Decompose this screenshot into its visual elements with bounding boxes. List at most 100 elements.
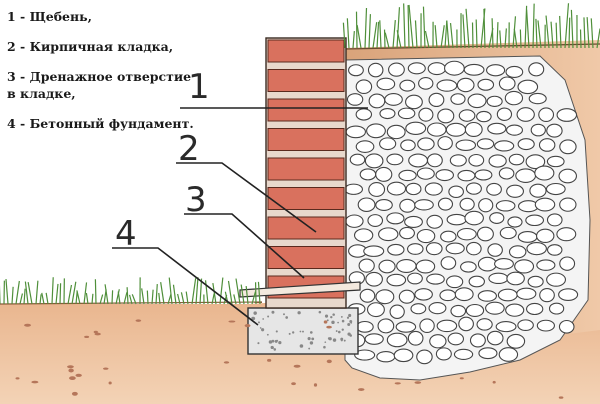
grass-blade [491, 18, 494, 49]
gravel-stone [395, 321, 417, 333]
gravel-stone [517, 138, 535, 151]
soil-pebble [228, 320, 236, 323]
gravel-stone [358, 258, 375, 273]
concrete-speck [347, 323, 351, 327]
legend-item-2: 2 - Кирпичная кладка, [7, 39, 174, 54]
gravel-stone [377, 318, 395, 334]
grass-blade [235, 278, 241, 305]
gravel-stone [477, 290, 497, 302]
concrete-speck [262, 318, 265, 320]
gravel-stone [467, 93, 487, 109]
gravel-stone [349, 153, 366, 166]
gravel-stone [444, 60, 465, 76]
concrete-speck [275, 330, 278, 333]
concrete-speck [274, 339, 278, 343]
concrete-speck [288, 332, 291, 335]
grass-blade [55, 283, 59, 305]
concrete-speck [349, 334, 353, 337]
gravel-stone [359, 288, 376, 303]
gravel-stone [424, 182, 443, 196]
grass-blade [475, 19, 478, 49]
grass-blade [352, 31, 355, 49]
soil-pebble [94, 332, 101, 336]
concrete-speck [257, 342, 260, 345]
gravel-stone [478, 347, 498, 360]
gravel-stone [398, 169, 417, 182]
concrete-speck [332, 338, 337, 342]
gravel-stone [465, 303, 485, 318]
gravel-stone [397, 107, 416, 120]
gravel-stone [546, 155, 565, 168]
gravel-stone [416, 228, 436, 244]
brick [267, 39, 345, 63]
soil-pebble [459, 377, 464, 380]
gravel-stone [376, 77, 396, 91]
grass-blade [446, 20, 450, 49]
gravel-stone [458, 316, 474, 332]
gravel-stone [478, 198, 494, 213]
concrete-texture [251, 310, 353, 351]
concrete-speck [337, 321, 339, 324]
gravel-stone [486, 182, 502, 196]
gravel-stone [504, 90, 524, 106]
grass-blade [550, 21, 554, 49]
gravel-stone [495, 200, 516, 212]
gravel-stone [405, 182, 422, 196]
gravel-stone [463, 63, 485, 76]
gravel-stone [346, 93, 364, 106]
gravel-stone [368, 93, 386, 109]
gravel-stone [376, 351, 396, 363]
grass-blade [422, 6, 426, 49]
gravel-stone [465, 182, 482, 195]
gravel-stone [450, 304, 467, 318]
concrete-speck [308, 347, 311, 350]
gravel-stone [425, 242, 443, 256]
grass-blade [126, 287, 129, 305]
brick-masonry [265, 37, 347, 309]
gravel-stone [486, 95, 503, 107]
gravel-stone [445, 122, 467, 137]
gravel-stone [388, 62, 405, 77]
grass-blade [211, 293, 215, 305]
gravel-stone [446, 213, 467, 226]
grass-blade [586, 17, 590, 49]
gravel-stone [505, 65, 524, 78]
grass-blade [384, 32, 390, 49]
gravel-stone [488, 154, 507, 168]
soil-pebble [31, 380, 39, 384]
gravel-stone [357, 197, 376, 213]
gravel-stone [558, 168, 578, 184]
gravel-stone [426, 122, 447, 137]
gravel-stone [386, 212, 405, 225]
grass-upper [342, 3, 600, 49]
grass-blade [123, 292, 128, 305]
concrete-speck [283, 313, 285, 316]
soil-pebble [326, 325, 332, 329]
gravel-stone [468, 275, 485, 288]
gravel-stone [506, 184, 524, 198]
concrete-speck [299, 344, 304, 348]
grass-blade [570, 9, 574, 49]
grass-blade [27, 282, 33, 305]
gravel-stone [458, 109, 476, 122]
gravel-stone [464, 210, 484, 226]
soil-pebble [135, 319, 142, 322]
gravel-stone [399, 198, 416, 213]
gravel-stone [517, 319, 534, 332]
grass-blade [172, 284, 177, 305]
grass-blade [396, 30, 402, 49]
gravel-stone [469, 333, 486, 348]
concrete-speck [307, 337, 311, 341]
gravel-stone [545, 182, 566, 196]
grass-blade [368, 14, 371, 49]
concrete-speck [318, 310, 322, 314]
gravel-stone [440, 256, 457, 270]
grass-blade [465, 8, 470, 49]
gravel-stone [527, 275, 544, 288]
gravel-stone [407, 243, 424, 255]
concrete-speck [297, 311, 301, 315]
gravel-stone [558, 288, 579, 302]
gravel-stone [488, 272, 509, 285]
grass-blade [526, 9, 530, 49]
concrete-speck [340, 337, 344, 341]
